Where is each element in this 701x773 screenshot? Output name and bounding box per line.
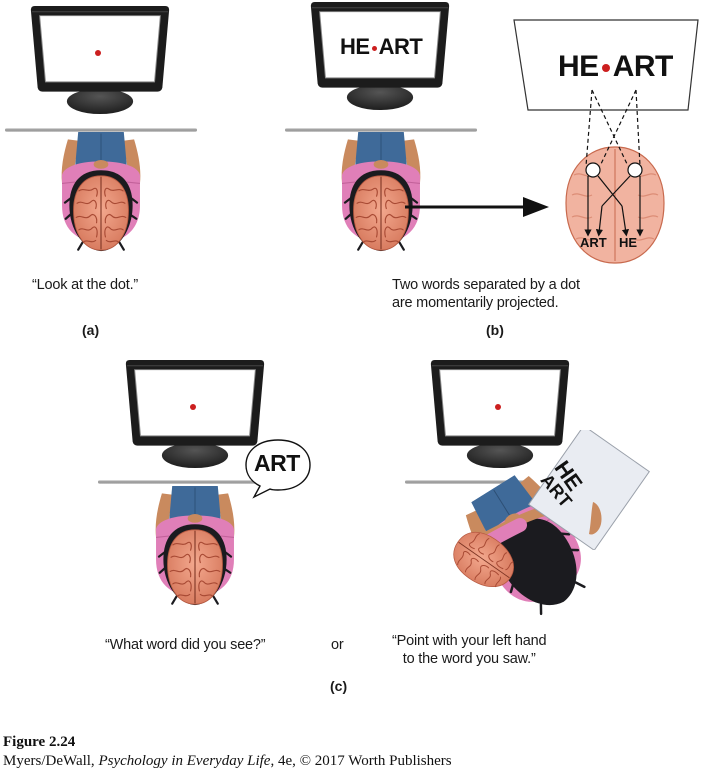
fixation-dot [95, 50, 101, 56]
projection-text: HE ART [558, 50, 673, 84]
pointer-arrow [405, 197, 549, 217]
right-eye-node [627, 162, 643, 178]
panel-label-b: (b) [486, 322, 504, 338]
brain-illustration [448, 528, 520, 592]
desk-edge [285, 128, 477, 132]
monitor [25, 4, 175, 116]
panel-a: “Look at the dot.” (a) [0, 0, 260, 338]
fixation-dot [190, 404, 196, 410]
monitor [425, 358, 575, 470]
caption-two-words: Two words separated by a dot are momenta… [392, 276, 580, 312]
brain-illustration [72, 175, 130, 251]
desk-edge [98, 480, 258, 484]
desk-edge [5, 128, 197, 132]
panel-b: HE ART HE ART [280, 0, 701, 340]
projection-word-art: ART [612, 50, 674, 83]
fixation-dot [371, 45, 377, 51]
caption-line-1: “Point with your left hand [392, 633, 547, 649]
word-art: ART [378, 34, 423, 59]
speech-bubble [245, 439, 311, 499]
panel-label-c: (c) [330, 678, 348, 694]
visual-pathway-lines [584, 89, 644, 237]
left-eye-node [585, 162, 601, 178]
brain-label-he: HE [619, 235, 638, 250]
word-he: HE [340, 34, 370, 59]
monitor-screen-text: HE ART [340, 34, 423, 60]
hand-holding-card [589, 502, 602, 535]
desk-edge [405, 480, 525, 484]
caption-what-word: “What word did you see?” [105, 637, 266, 653]
projection-dot [601, 64, 610, 73]
credit-edition-publisher: , 4e, © 2017 Worth Publishers [270, 753, 452, 769]
panel-c: ART HE ART “What word did you see?” or “… [0, 340, 701, 700]
caption-connector-or: or [331, 637, 344, 653]
caption-line-2: are momentarily projected. [392, 295, 559, 311]
monitor [120, 358, 270, 470]
fixation-dot [495, 404, 501, 410]
caption-look-at-dot: “Look at the dot.” [32, 277, 139, 293]
brain-illustration [352, 175, 410, 251]
credit-authors: Myers/DeWall, [3, 753, 99, 769]
caption-line-1: Two words separated by a dot [392, 277, 580, 293]
panel-label-a: (a) [82, 322, 100, 338]
word-card [528, 430, 650, 550]
caption-line-2: to the word you saw.” [402, 651, 536, 667]
brain-illustration [166, 529, 224, 605]
caption-point-left-hand: “Point with your left hand to the word y… [392, 632, 547, 668]
credit-book-title: Psychology in Everyday Life [98, 753, 271, 769]
projection-word-he: HE [558, 50, 599, 83]
figure-credit: Myers/DeWall, Psychology in Everyday Lif… [3, 753, 452, 770]
speech-bubble-text: ART [254, 450, 300, 476]
figure-title: Figure 2.24 [3, 734, 76, 750]
brain-label-art: ART [580, 235, 607, 250]
